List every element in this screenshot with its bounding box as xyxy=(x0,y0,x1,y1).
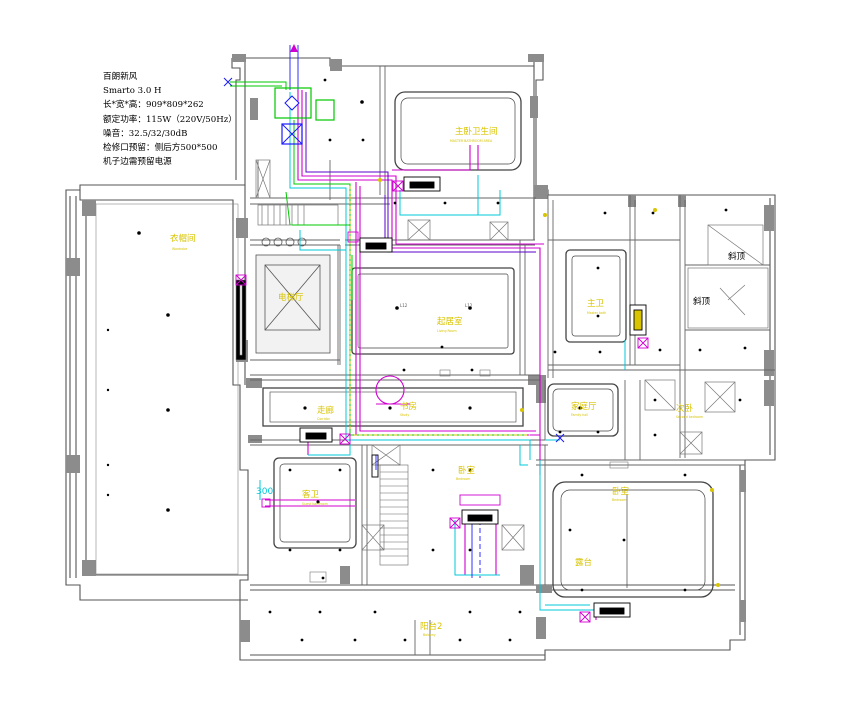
exhaust-1 xyxy=(392,180,404,192)
room-sub: Study xyxy=(400,413,409,417)
room-name: 阳台2 xyxy=(420,621,442,632)
diffuser-5 xyxy=(593,602,631,618)
green-fresh-air xyxy=(230,81,525,436)
room-sub: Bedroom xyxy=(612,498,626,502)
unit-spec-block: 百朗新风 Smarto 3.0 H 长*宽*高：909*809*262 额定功率… xyxy=(103,70,237,169)
room-name: 卧室 xyxy=(612,486,630,497)
diffuser-3 xyxy=(299,427,333,443)
diffuser-6 xyxy=(629,304,647,336)
spec-line-power: 额定功率：115W（220V/50Hz） xyxy=(103,114,237,125)
room-sub: Balcony xyxy=(423,633,436,637)
staircase xyxy=(379,464,409,566)
ceilings xyxy=(262,91,714,598)
intake-arrow-icon xyxy=(290,44,298,52)
diffuser-2 xyxy=(359,237,393,253)
diffusers xyxy=(299,176,647,618)
interior-walls xyxy=(250,66,775,655)
room-name: 主卫 xyxy=(587,298,605,309)
ceiling-lights xyxy=(106,78,747,642)
magenta-duct xyxy=(265,90,597,620)
exhaust-3 xyxy=(339,433,351,445)
fixture-label-1: L12 xyxy=(400,303,408,308)
terrace-slab xyxy=(95,203,247,575)
yellow-fixtures xyxy=(378,178,720,587)
room-sub: Bedroom xyxy=(456,477,470,481)
room-sub: Wardrobe xyxy=(172,247,187,251)
room-sub: Living Room xyxy=(437,329,457,333)
diffuser-4 xyxy=(461,509,499,525)
room-labels: 主卧卫生间 MASTER BATHROOM AREA 衣帽间 Wardrobe … xyxy=(170,126,746,637)
room-name: 衣帽间 xyxy=(170,233,196,244)
room-sub: Guest bathroom xyxy=(302,502,328,506)
exhaust-6 xyxy=(637,337,649,349)
room-name: 电梯厅 xyxy=(278,292,304,303)
exhaust-vents xyxy=(235,180,649,623)
spec-line-brand: 百朗新风 xyxy=(103,72,138,82)
room-sub: MASTER BATHROOM AREA xyxy=(450,139,493,143)
spec-line-access: 检修口预留：侧后方500*500 xyxy=(103,142,218,153)
room-name: 家庭厅 xyxy=(571,401,597,412)
dimension-label: 300 xyxy=(256,487,273,497)
room-sub: Family hall xyxy=(571,413,588,417)
shafts xyxy=(255,159,769,551)
exhaust-7 xyxy=(261,498,271,508)
exhaust-5 xyxy=(579,611,591,623)
blue-lines xyxy=(289,45,481,578)
room-name: 露台 xyxy=(575,557,592,568)
room-name: 客卫 xyxy=(302,489,320,500)
room-name: 起居室 xyxy=(437,316,463,327)
room-name: 主卧卫生间 xyxy=(455,126,498,137)
spec-line-power-note: 机子边需预留电源 xyxy=(103,157,172,168)
fixture-label-2: L12 xyxy=(465,303,473,308)
room-name: 斜顶 xyxy=(728,251,746,262)
spec-line-size: 长*宽*高：909*809*262 xyxy=(103,100,204,111)
spec-line-noise: 噪音：32.5/32/30dB xyxy=(103,128,188,139)
room-name: 卧室 xyxy=(458,465,476,476)
fresh-air-unit xyxy=(274,87,335,145)
yellow-lines xyxy=(349,186,530,436)
elevator xyxy=(255,237,331,354)
room-sub: Master bath xyxy=(587,311,606,315)
room-name: 书房 xyxy=(400,401,417,412)
room-sub: Corridor xyxy=(317,417,331,421)
room-name: 次卧 xyxy=(676,403,694,414)
spec-line-model: Smarto 3.0 H xyxy=(103,86,162,97)
cyan-supply xyxy=(259,92,626,611)
exhaust-2 xyxy=(235,274,247,286)
diffuser-1 xyxy=(403,176,441,192)
room-sub: Second bedroom xyxy=(676,415,703,419)
intake-x-icon xyxy=(223,77,565,443)
ceiling-notches xyxy=(309,369,629,583)
exhaust-4 xyxy=(449,517,461,529)
room-name: 斜顶 xyxy=(693,296,711,307)
room-name: 走廊 xyxy=(317,405,335,416)
